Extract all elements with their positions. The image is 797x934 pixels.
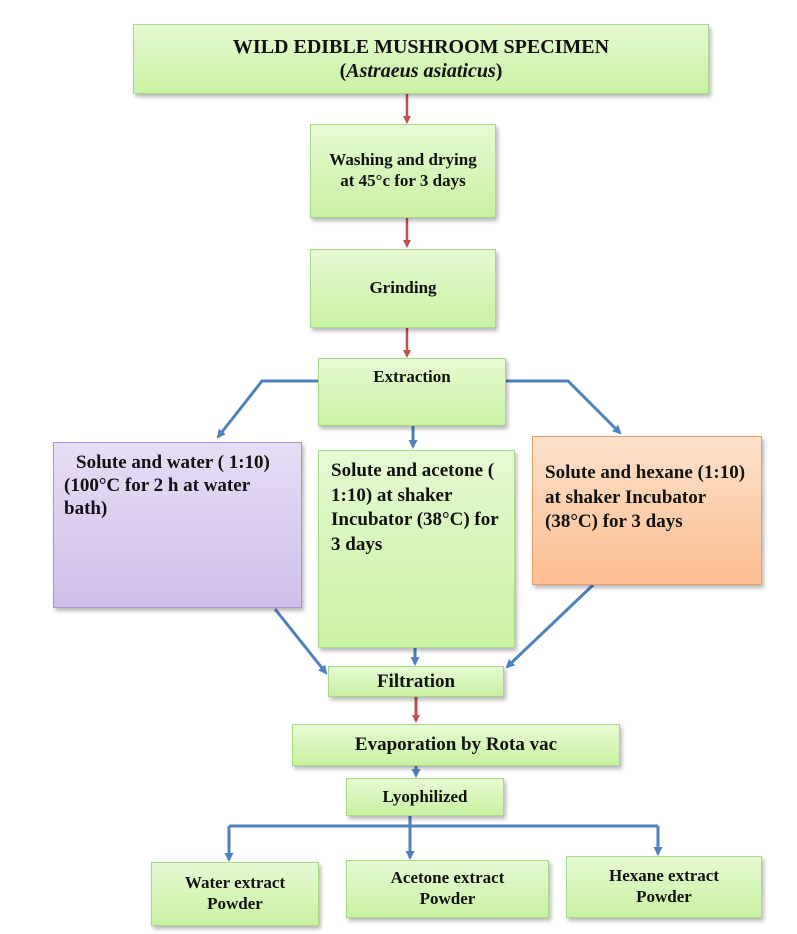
water-solvent-box: Solute and water ( 1:10) (100°C for 2 h … [53,442,302,608]
grinding-box: Grinding [310,249,496,328]
arrow-hexane-to-filtration [505,583,595,669]
lyophilized-box: Lyophilized [346,778,504,816]
filtration-box: Filtration [328,666,504,697]
arrow-water-to-filtration [273,608,328,675]
arrow-extraction-to-hexane [506,379,622,435]
arrow-extraction-to-water [216,379,318,439]
washing-box: Washing and drying at 45°c for 3 days [310,124,496,218]
hexane-solvent-box: Solute and hexane (1:10) at shaker Incub… [532,436,762,585]
specimen-species-line: (Astraeus asiaticus) [339,60,503,82]
hexane-powder-box: Hexane extract Powder [566,856,762,918]
acetone-powder-box: Acetone extract Powder [346,860,549,918]
extraction-box: Extraction [318,358,506,426]
specimen-species: Astraeus asiaticus [346,60,496,82]
specimen-box: WILD EDIBLE MUSHROOM SPECIMEN (Astraeus … [133,24,709,94]
water-powder-box: Water extract Powder [151,862,319,926]
acetone-solvent-box: Solute and acetone ( 1:10) at shaker Inc… [318,450,515,648]
evaporation-box: Evaporation by Rota vac [292,724,620,766]
specimen-title: WILD EDIBLE MUSHROOM SPECIMEN [232,35,610,58]
